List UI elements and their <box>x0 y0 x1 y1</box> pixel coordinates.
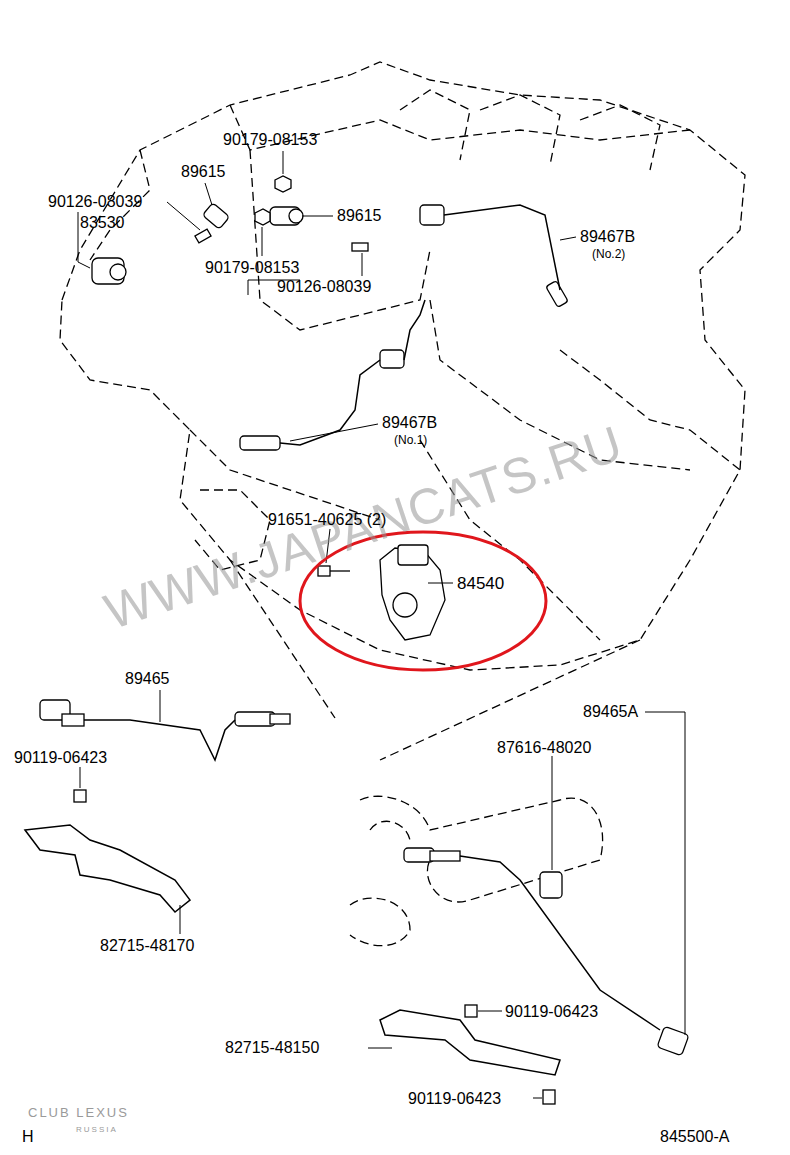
part-number: 87616-48020 <box>497 739 591 757</box>
part-number: 82715-48170 <box>100 937 194 955</box>
part-number: 83530 <box>80 214 125 232</box>
part-number: 82715-48150 <box>225 1039 319 1057</box>
part-number: 90179-08153 <box>223 131 317 149</box>
logo-text: RUSSIA <box>76 1121 118 1139</box>
part-number: 90119-06423 <box>505 1003 598 1021</box>
logo-text: CLUB LEXUS <box>28 1104 129 1122</box>
part-number: 89467B <box>382 414 437 432</box>
sensor-position: (No.2) <box>592 247 625 261</box>
part-number: 89467B <box>580 228 635 246</box>
part-number: 90179-08153 <box>205 259 299 277</box>
part-number: 90126-08039 <box>48 193 142 211</box>
part-number: 89465A <box>583 703 638 721</box>
part-number: 90119-06423 <box>408 1090 501 1108</box>
figure-number: 845500-A <box>660 1128 729 1146</box>
part-number: 90119-06423 <box>14 749 107 767</box>
sensor-position: (No.1) <box>394 433 427 447</box>
page-mark: H <box>22 1128 34 1146</box>
part-number: 84540 <box>457 575 504 593</box>
part-number: 89615 <box>181 163 226 181</box>
part-number: 91651-40625 (2) <box>268 511 386 529</box>
part-number: 89465 <box>125 670 170 688</box>
part-number: 89615 <box>337 207 382 225</box>
part-number: 90126-08039 <box>277 278 371 296</box>
